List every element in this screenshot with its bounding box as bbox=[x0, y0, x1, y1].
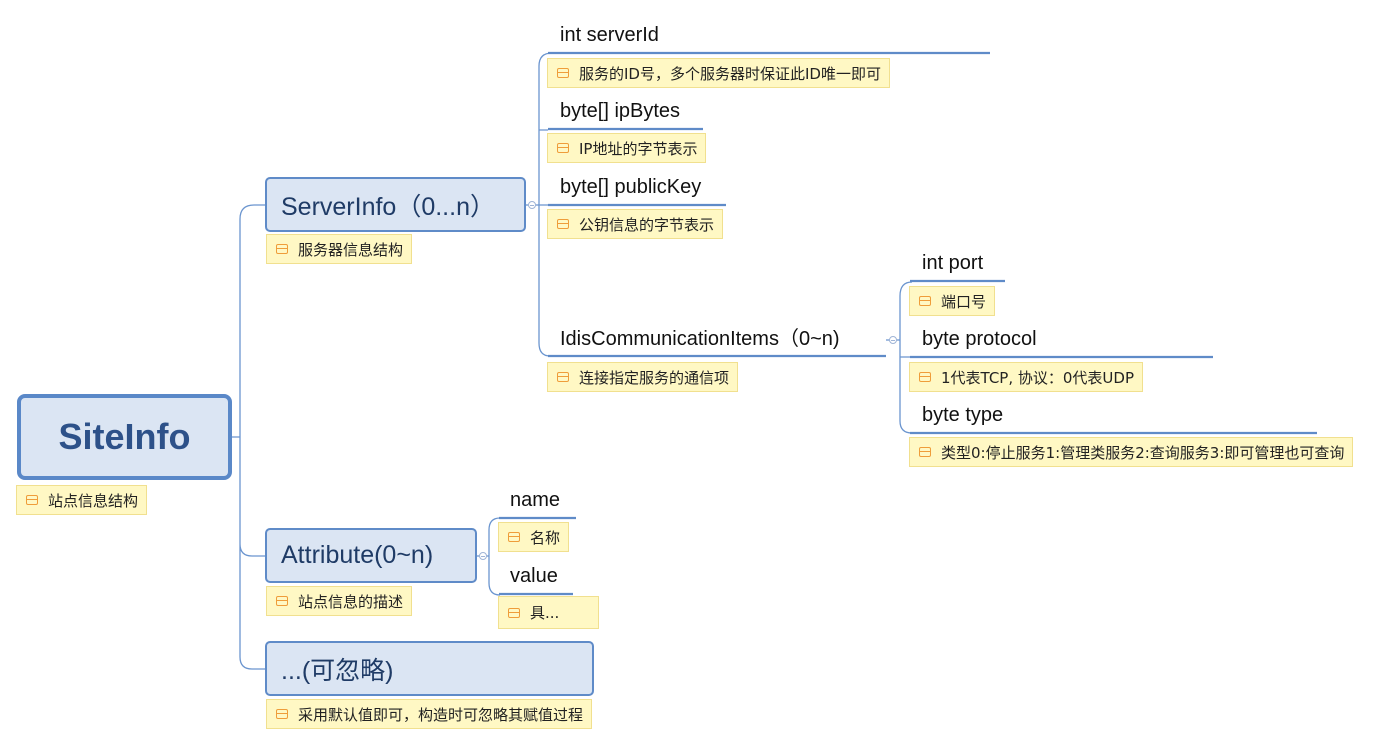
note-icon bbox=[26, 495, 38, 505]
note-icon bbox=[276, 596, 288, 606]
note-icon bbox=[557, 143, 569, 153]
protocol-note[interactable]: 1代表TCP, 协议：0代表UDP bbox=[909, 362, 1144, 392]
collapse-comm-items-icon[interactable] bbox=[889, 336, 897, 344]
publickey-note[interactable]: 公钥信息的字节表示 bbox=[547, 209, 724, 239]
publickey-topic[interactable]: byte[] publicKey bbox=[560, 176, 702, 198]
serverid-topic[interactable]: int serverId bbox=[560, 24, 659, 46]
root-title: SiteInfo bbox=[58, 416, 191, 457]
note-icon bbox=[508, 532, 520, 542]
type-topic[interactable]: byte type bbox=[922, 404, 1004, 426]
serverid-note[interactable]: 服务的ID号，多个服务器时保证此ID唯一即可 bbox=[547, 58, 890, 88]
note-icon bbox=[919, 296, 931, 306]
port-topic[interactable]: int port bbox=[922, 252, 984, 274]
name-topic[interactable]: name bbox=[510, 489, 561, 511]
name-note[interactable]: 名称 bbox=[498, 522, 570, 552]
protocol-topic[interactable]: byte protocol bbox=[922, 328, 1037, 350]
attribute-topic[interactable]: Attribute(0~n) bbox=[265, 528, 477, 583]
attribute-note[interactable]: 站点信息的描述 bbox=[266, 586, 413, 616]
comm-items-note[interactable]: 连接指定服务的通信项 bbox=[547, 362, 739, 392]
root-topic[interactable]: SiteInfo bbox=[17, 394, 232, 480]
value-note[interactable]: 具... bbox=[498, 596, 599, 629]
type-note[interactable]: 类型0:停止服务1:管理类服务2:查询服务3:即可管理也可查询 bbox=[909, 437, 1354, 467]
root-note[interactable]: 站点信息结构 bbox=[16, 485, 148, 515]
port-note[interactable]: 端口号 bbox=[909, 286, 996, 316]
note-icon bbox=[276, 709, 288, 719]
collapse-serverinfo-icon[interactable] bbox=[528, 201, 536, 209]
collapse-attribute-icon[interactable] bbox=[479, 552, 487, 560]
ignorable-topic[interactable]: ...(可忽略) bbox=[265, 641, 594, 696]
note-icon bbox=[508, 607, 520, 618]
value-topic[interactable]: value bbox=[510, 565, 558, 587]
root-connector bbox=[232, 204, 265, 670]
note-icon bbox=[919, 372, 931, 382]
note-icon bbox=[919, 447, 931, 457]
ipbytes-topic[interactable]: byte[] ipBytes bbox=[560, 100, 681, 122]
serverinfo-note[interactable]: 服务器信息结构 bbox=[266, 234, 413, 264]
note-icon bbox=[276, 244, 288, 254]
note-icon bbox=[557, 68, 569, 78]
note-icon bbox=[557, 219, 569, 229]
serverinfo-topic[interactable]: ServerInfo（0...n） bbox=[265, 177, 526, 232]
ipbytes-note[interactable]: IP地址的字节表示 bbox=[547, 133, 707, 163]
ignorable-note[interactable]: 采用默认值即可，构造时可忽略其赋值过程 bbox=[266, 699, 593, 729]
comm-items-topic[interactable]: IdisCommunicationItems（0~n) bbox=[560, 328, 840, 350]
note-icon bbox=[557, 372, 569, 382]
